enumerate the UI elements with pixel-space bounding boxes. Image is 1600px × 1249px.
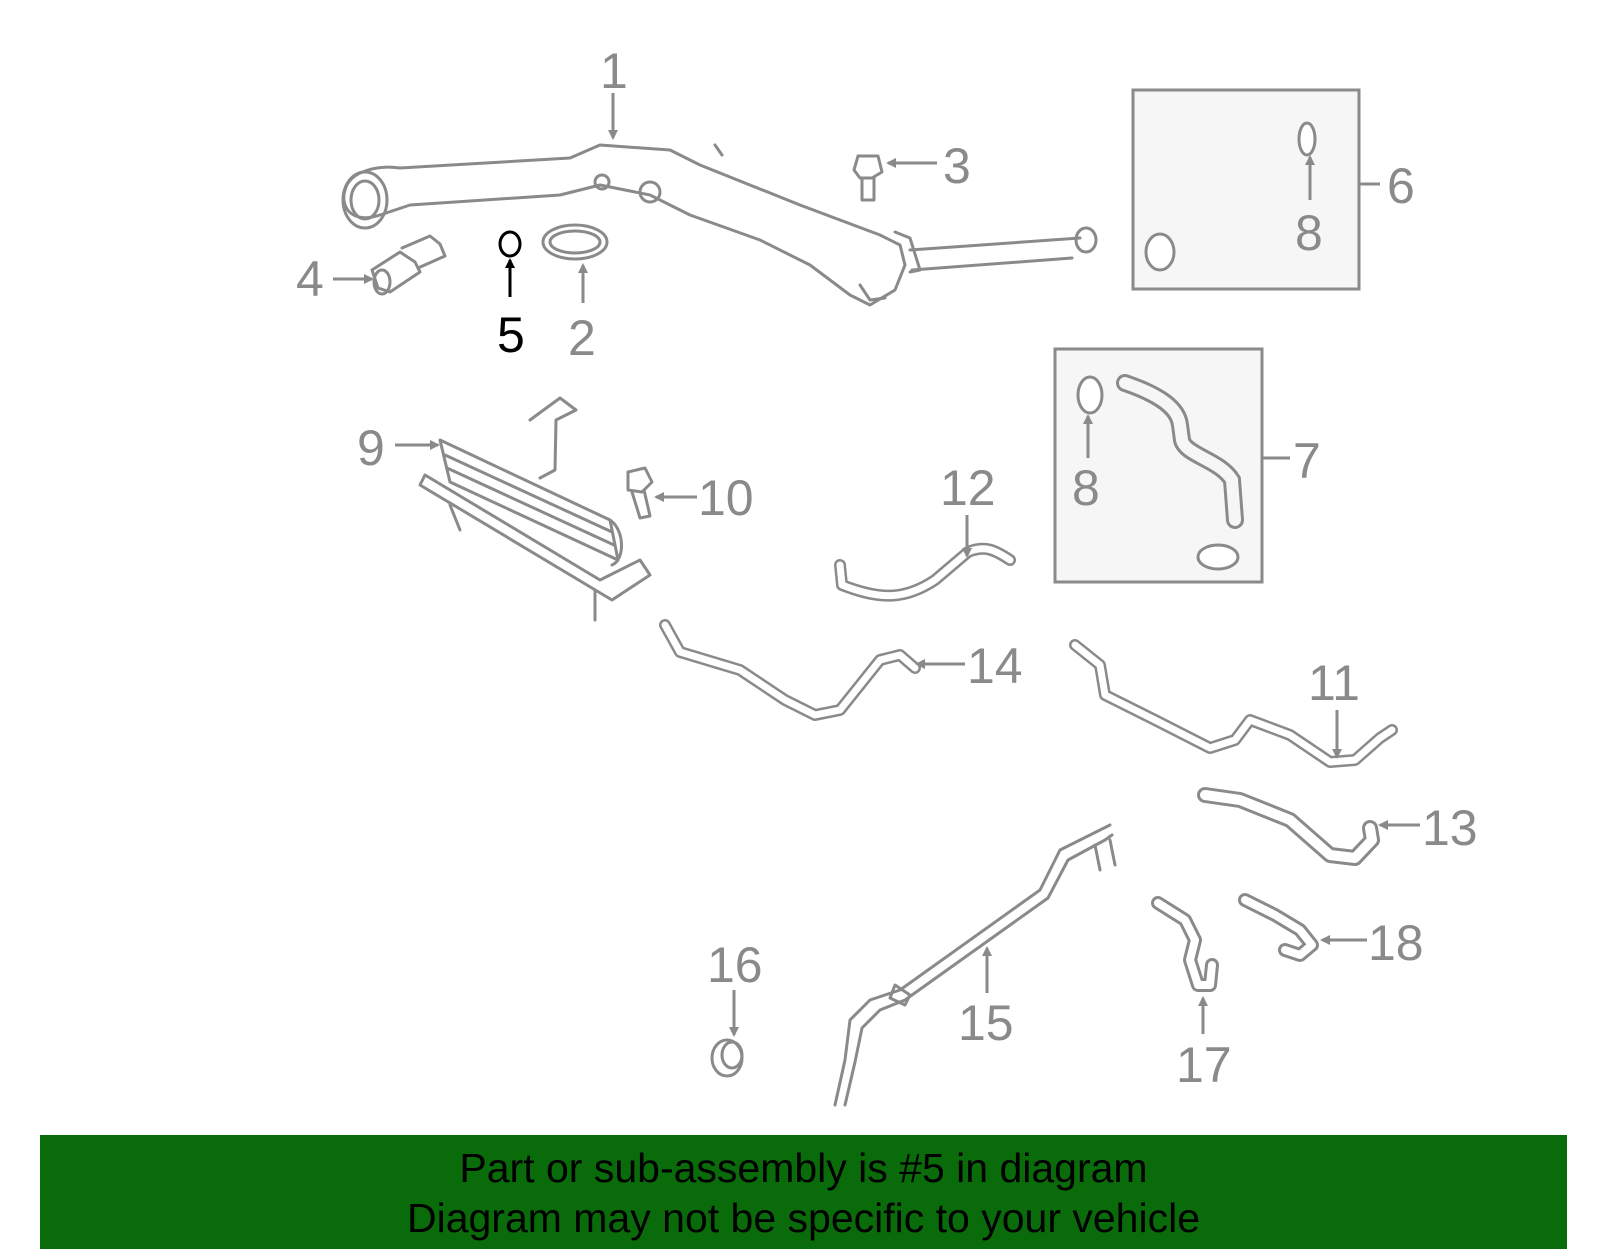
info-banner: Part or sub-assembly is #5 in diagram Di…: [40, 1135, 1567, 1249]
callout-8b: 8: [1072, 460, 1100, 516]
part-9-oil-cooler: [418, 396, 652, 622]
part-2-gasket: [541, 223, 609, 261]
box-6-hose-kit: [1131, 88, 1361, 291]
part-14-hose: [659, 619, 921, 721]
callout-15: 15: [958, 995, 1014, 1051]
callout-17: 17: [1176, 1037, 1232, 1093]
callout-4: 4: [296, 251, 324, 307]
callout-10: 10: [698, 470, 754, 526]
banner-line-2: Diagram may not be specific to your vehi…: [406, 1195, 1200, 1241]
callout-8a: 8: [1295, 205, 1323, 261]
parts-diagram: 1 2 3 4 5 6 7 8 8 9 10 11 12 13 14 15 16…: [296, 43, 1478, 1107]
callout-5: 5: [497, 307, 525, 363]
callout-7: 7: [1293, 433, 1321, 489]
part-1-water-pipe: [341, 143, 1098, 307]
part-12-hose: [834, 542, 1016, 602]
callout-6: 6: [1387, 158, 1415, 214]
callout-2: 2: [568, 310, 596, 366]
callout-14: 14: [967, 638, 1023, 694]
callout-1: 1: [600, 43, 628, 99]
callout-9: 9: [357, 420, 385, 476]
leader-lines: [333, 93, 1420, 1037]
part-18-hose: [1238, 893, 1319, 962]
callout-11: 11: [1308, 655, 1360, 711]
callout-16: 16: [707, 937, 763, 993]
part-11-hose: [1069, 639, 1398, 768]
part-17-hose: [1151, 896, 1219, 992]
callout-3: 3: [943, 138, 971, 194]
part-13-hose: [1197, 787, 1380, 866]
part-10-bolt: [626, 466, 654, 520]
part-5-o-ring: [498, 230, 522, 258]
part-15-tube: [833, 823, 1117, 1107]
part-4-sensor: [370, 234, 447, 296]
callout-12: 12: [940, 460, 996, 516]
part-16-clamp: [710, 1038, 744, 1078]
callout-13: 13: [1422, 800, 1478, 856]
callout-18: 18: [1368, 915, 1424, 971]
box-7-hose-kit: [1053, 347, 1264, 584]
banner-line-1: Part or sub-assembly is #5 in diagram: [459, 1145, 1148, 1191]
part-3-bolt: [852, 154, 884, 202]
